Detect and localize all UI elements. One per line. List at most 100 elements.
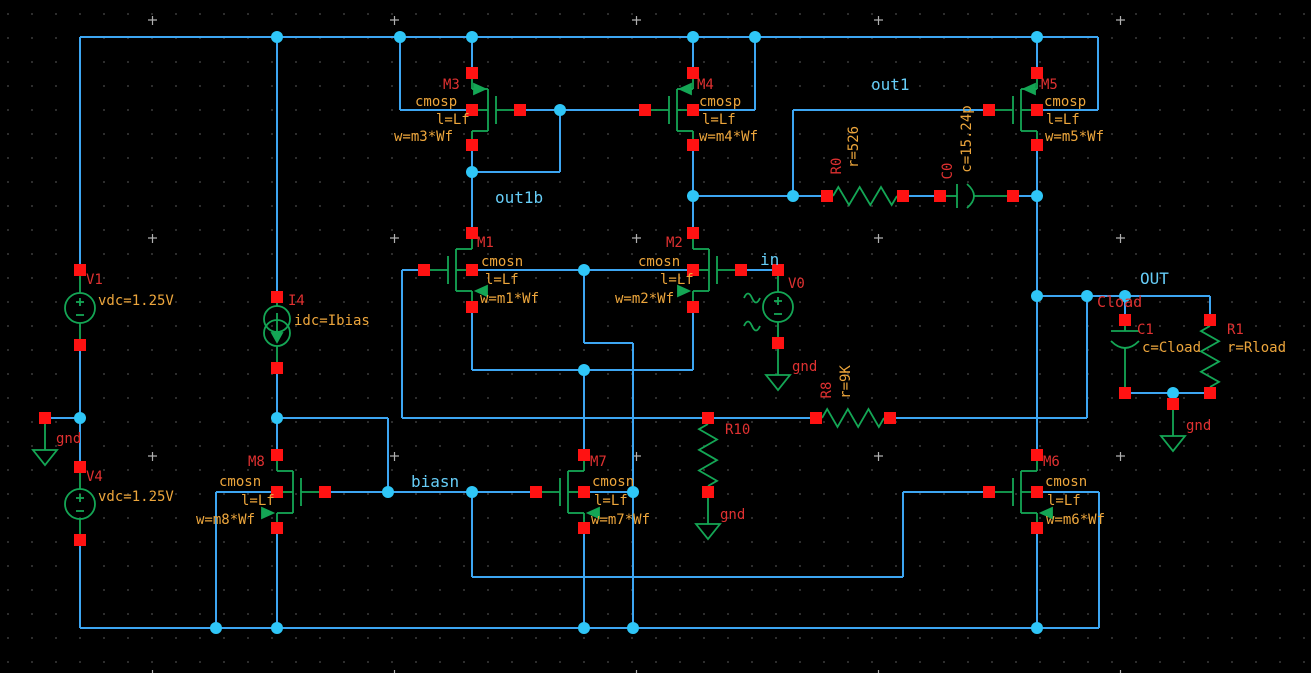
pin-V0-plus[interactable] [772,264,784,276]
pin-M1-drain[interactable] [466,227,478,239]
pin-C0-1[interactable] [934,190,946,202]
pin-M6-bulk[interactable] [1031,486,1043,498]
junction-dot[interactable] [271,412,283,424]
label-M6-name[interactable]: M6 [1043,454,1060,470]
pin-V4-minus[interactable] [74,534,86,546]
junction-dot[interactable] [578,264,590,276]
label-M2-model[interactable]: cmosn [638,254,680,270]
label-M6-width[interactable]: w=m6*Wf [1046,512,1105,528]
junction-layer[interactable] [74,31,1179,634]
label-R8-name[interactable]: R8 [819,382,835,399]
label-ground[interactable]: gnd [792,359,817,375]
source-V1[interactable] [64,276,96,339]
net-label-OUT[interactable]: OUT [1140,269,1169,288]
junction-dot[interactable] [466,31,478,43]
label-M3-name[interactable]: M3 [443,77,460,93]
pin-M5-gate[interactable] [983,104,995,116]
junction-dot[interactable] [787,190,799,202]
junction-dot[interactable] [466,486,478,498]
junction-dot[interactable] [394,31,406,43]
pin-M7-bulk[interactable] [578,486,590,498]
label-V4-value[interactable]: vdc=1.25V [98,489,174,505]
transistor-M5[interactable] [989,73,1038,145]
label-V0-name[interactable]: V0 [788,276,805,292]
pin-M4-bulk[interactable] [687,104,699,116]
label-C0-name[interactable]: C0 [940,163,956,180]
text-layer[interactable]: M3cmospl=Lfw=m3*WfM4cmospl=Lfw=m4*WfM5cm… [56,75,1286,528]
label-M3-model[interactable]: cmosp [415,94,457,110]
label-I4-name[interactable]: I4 [288,293,305,309]
pin-M2-gate[interactable] [735,264,747,276]
junction-dot[interactable] [466,166,478,178]
pin-M4-drain[interactable] [687,67,699,79]
resistor-R0[interactable] [832,185,898,207]
label-ground[interactable]: gnd [1186,418,1211,434]
pin-M8-source[interactable] [271,522,283,534]
junction-dot[interactable] [271,622,283,634]
net-label-biasn[interactable]: biasn [411,472,459,491]
source-I4[interactable] [263,303,291,362]
pin-M5-source[interactable] [1031,139,1043,151]
transistor-M8[interactable] [261,455,325,528]
label-M4-width[interactable]: w=m4*Wf [699,129,758,145]
label-V1-value[interactable]: vdc=1.25V [98,293,174,309]
junction-dot[interactable] [1119,290,1131,302]
label-R8-value[interactable]: r=9K [838,365,854,399]
label-V1-name[interactable]: V1 [86,272,103,288]
pin-M8-drain[interactable] [271,449,283,461]
label-M8-length[interactable]: l=Lf [241,493,275,509]
label-M1-width[interactable]: w=m1*Wf [480,291,539,307]
pin-R1-2[interactable] [1204,387,1216,399]
pin-ground[interactable] [1167,398,1179,410]
junction-dot[interactable] [627,486,639,498]
label-R1-value[interactable]: r=Rload [1227,340,1286,356]
label-M4-model[interactable]: cmosp [699,94,741,110]
ground-symbol-3[interactable] [1159,410,1187,453]
pin-M7-drain[interactable] [578,449,590,461]
net-label-in[interactable]: in [760,250,779,269]
label-R1-name[interactable]: R1 [1227,322,1244,338]
pin-M5-bulk[interactable] [1031,104,1043,116]
pin-R8-1[interactable] [810,412,822,424]
pin-R8-2[interactable] [884,412,896,424]
pin-M1-bulk[interactable] [466,264,478,276]
label-M5-length[interactable]: l=Lf [1046,112,1080,128]
capacitor-C1[interactable] [1110,326,1140,387]
junction-dot[interactable] [1081,290,1093,302]
pin-C1-2[interactable] [1119,387,1131,399]
label-M1-model[interactable]: cmosn [481,254,523,270]
label-C1-name[interactable]: C1 [1137,322,1154,338]
capacitor-C0[interactable] [946,183,1007,209]
pin-M7-gate[interactable] [530,486,542,498]
junction-dot[interactable] [1031,622,1043,634]
label-R0-name[interactable]: R0 [829,158,845,175]
pin-V0-minus[interactable] [772,337,784,349]
pin-I4-minus[interactable] [271,362,283,374]
label-M2-width[interactable]: w=m2*Wf [615,291,674,307]
label-V4-name[interactable]: V4 [86,469,103,485]
pin-M3-gate[interactable] [514,104,526,116]
label-M6-model[interactable]: cmosn [1045,474,1087,490]
pin-R0-1[interactable] [821,190,833,202]
junction-dot[interactable] [74,412,86,424]
label-R10-name[interactable]: R10 [725,422,750,438]
junction-dot[interactable] [554,104,566,116]
junction-dot[interactable] [1031,31,1043,43]
junction-dot[interactable] [382,486,394,498]
junction-dot[interactable] [687,31,699,43]
pin-M3-bulk[interactable] [466,104,478,116]
ground-symbol-2[interactable] [694,498,722,541]
label-M8-name[interactable]: M8 [248,454,265,470]
label-M4-name[interactable]: M4 [697,77,714,93]
pin-M4-gate[interactable] [639,104,651,116]
junction-dot[interactable] [749,31,761,43]
source-V0[interactable] [743,276,794,337]
junction-dot[interactable] [627,622,639,634]
pin-R1-1[interactable] [1204,314,1216,326]
pin-V1-minus[interactable] [74,339,86,351]
label-M4-length[interactable]: l=Lf [702,112,736,128]
pin-M3-drain[interactable] [466,67,478,79]
pin-M2-bulk[interactable] [687,264,699,276]
pin-M3-source[interactable] [466,139,478,151]
